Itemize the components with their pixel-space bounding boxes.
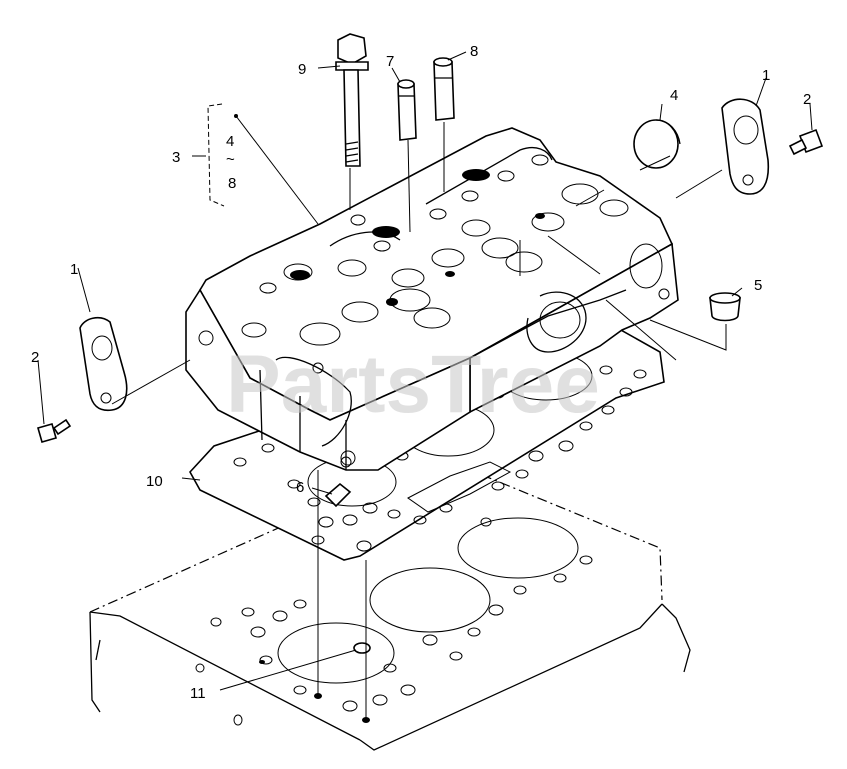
head-bolt-part-9: [335, 33, 369, 167]
cylinder-head: [185, 127, 679, 471]
callout-5: 5: [754, 277, 762, 294]
callout-3-sub-tilde: ~: [226, 151, 235, 168]
dowel-part-11: [353, 642, 371, 654]
callout-2-left: 2: [31, 349, 39, 366]
valve-guide-part-8: [433, 57, 455, 121]
callout-2-right: 2: [803, 91, 811, 108]
callout-1-right: 1: [762, 67, 770, 84]
valve-guide-part-7: [397, 79, 417, 141]
callout-4: 4: [670, 87, 678, 104]
callout-3: 3: [172, 149, 180, 166]
plug-part-4: [633, 119, 681, 169]
bolt-left: [37, 418, 72, 443]
bracket-group-3: [207, 103, 225, 207]
cap-part-5: [709, 292, 741, 322]
callout-10: 10: [146, 473, 163, 490]
stud-part-6: [324, 456, 352, 508]
bracket-dot: [234, 114, 238, 118]
leader-lines: [37, 51, 813, 720]
engine-block: [89, 469, 691, 751]
callout-8: 8: [470, 43, 478, 60]
callout-3-sub-8: 8: [228, 175, 236, 192]
lifting-plate-left: [79, 316, 128, 412]
callout-labels: 1 1 2 2 3 4 ~ 8 4 5 6 7 8 9 10 11: [31, 43, 811, 702]
bolt-right: [788, 128, 824, 156]
lifting-plate-right: [721, 98, 770, 195]
callout-1-left: 1: [70, 261, 78, 278]
callout-11: 11: [190, 685, 206, 702]
callout-9: 9: [298, 61, 306, 78]
callout-6: 6: [296, 479, 304, 496]
callout-3-sub-4: 4: [226, 133, 234, 150]
callout-7: 7: [386, 53, 394, 70]
watermark: PartsTree: [226, 339, 600, 430]
